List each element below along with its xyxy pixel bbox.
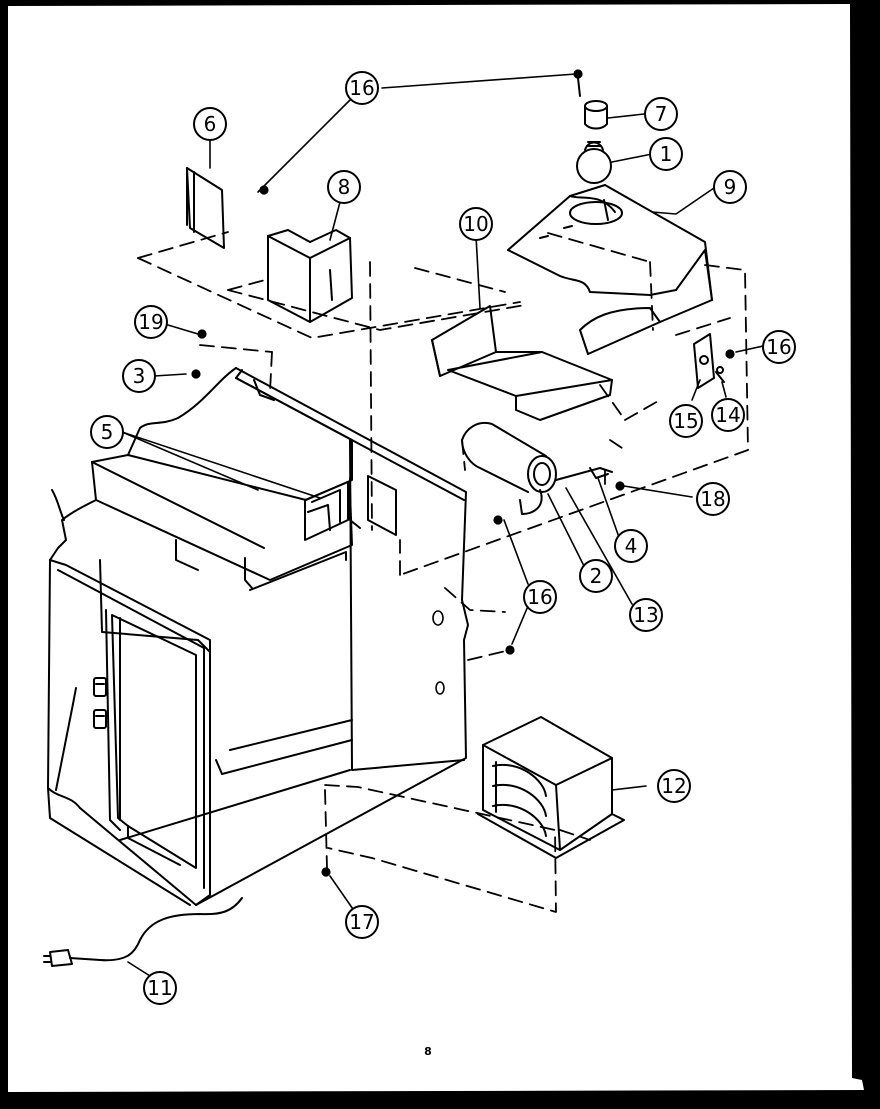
callout-9: 9 <box>713 170 747 204</box>
callout-16a: 16 <box>345 71 379 105</box>
callout-circle <box>345 71 379 105</box>
callout-circle <box>90 415 124 449</box>
part-15-bracket <box>693 333 725 389</box>
leader-lines <box>121 73 764 977</box>
callout-label: 16 <box>766 335 791 359</box>
callout-label: 17 <box>349 910 374 934</box>
callout-19: 19 <box>134 305 168 339</box>
part-9-cover <box>507 184 713 355</box>
callout-5: 5 <box>90 415 124 449</box>
callout-circle <box>669 404 703 438</box>
callout-label: 7 <box>655 102 668 126</box>
callout-circle <box>193 107 227 141</box>
part-5-bracket <box>304 481 349 541</box>
callout-6: 6 <box>193 107 227 141</box>
callout-circle <box>122 359 156 393</box>
screws <box>191 69 735 877</box>
callout-circle <box>762 330 796 364</box>
callout-label: 11 <box>147 976 172 1000</box>
callout-label: 4 <box>625 534 638 558</box>
callout-label: 3 <box>133 364 146 388</box>
callout-14: 14 <box>711 398 745 432</box>
callout-circle <box>523 580 557 614</box>
callout-label: 2 <box>590 564 603 588</box>
callout-label: 16 <box>527 585 552 609</box>
callout-label: 13 <box>633 603 658 627</box>
callout-label: 12 <box>661 774 686 798</box>
part-1-lamp <box>576 141 612 184</box>
callout-18: 18 <box>696 482 730 516</box>
callout-label: 6 <box>204 112 217 136</box>
part-10-duct <box>431 305 613 421</box>
callout-circle <box>143 971 177 1005</box>
part-8-bracket <box>267 229 353 323</box>
callout-label: 14 <box>715 403 740 427</box>
callout-circle <box>696 482 730 516</box>
callout-label: 9 <box>724 175 737 199</box>
part-13-cylinder <box>461 422 613 515</box>
callout-8: 8 <box>327 170 361 204</box>
callout-circle <box>629 598 663 632</box>
callout-7: 7 <box>644 97 678 131</box>
callout-circle <box>345 905 379 939</box>
page-number: 8 <box>424 1045 432 1058</box>
callout-circle <box>579 559 613 593</box>
callout-circle <box>713 170 747 204</box>
callout-label: 16 <box>349 76 374 100</box>
callout-3: 3 <box>122 359 156 393</box>
callout-circle <box>657 769 691 803</box>
callout-circle <box>614 529 648 563</box>
callout-label: 1 <box>660 142 673 166</box>
part-6-plate <box>186 167 225 249</box>
callout-17: 17 <box>345 905 379 939</box>
callout-circle <box>711 398 745 432</box>
callout-10: 10 <box>459 207 493 241</box>
callout-12: 12 <box>657 769 691 803</box>
callout-16c: 16 <box>523 580 557 614</box>
callout-11: 11 <box>143 971 177 1005</box>
callout-circle <box>644 97 678 131</box>
mounting-holes <box>432 610 445 695</box>
callout-label: 18 <box>700 487 725 511</box>
part-11-power-cord <box>43 897 243 967</box>
callout-label: 8 <box>338 175 351 199</box>
callout-label: 15 <box>673 409 698 433</box>
callout-label: 19 <box>138 310 163 334</box>
callout-16b: 16 <box>762 330 796 364</box>
callout-1: 1 <box>649 137 683 171</box>
part-7-cap <box>577 77 608 130</box>
callout-label: 10 <box>463 212 488 236</box>
callout-circle <box>134 305 168 339</box>
paper-sheet <box>8 4 864 1092</box>
cabinet-chassis <box>47 367 469 906</box>
callout-label: 5 <box>101 420 114 444</box>
assembly-guide-lines <box>137 231 749 913</box>
callout-circle <box>327 170 361 204</box>
door-switches <box>93 677 107 729</box>
callout-4: 4 <box>614 529 648 563</box>
callout-circle <box>649 137 683 171</box>
callout-15: 15 <box>669 404 703 438</box>
part-12-transformer <box>477 716 625 859</box>
callout-13: 13 <box>629 598 663 632</box>
callout-2: 2 <box>579 559 613 593</box>
callout-circle <box>459 207 493 241</box>
